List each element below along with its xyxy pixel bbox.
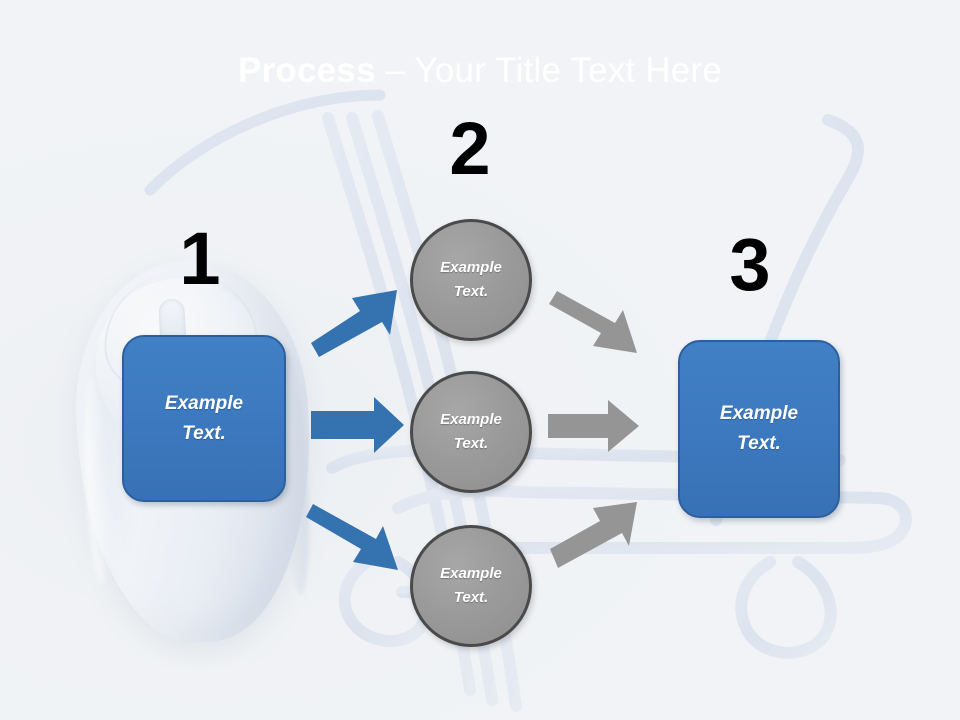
page-title-separator: –: [375, 51, 415, 90]
step-number-1: 1: [179, 217, 221, 300]
step-1-label: Example Text.: [165, 389, 243, 449]
circle-3-label-line1: Example: [440, 565, 502, 582]
step-3-label: Example Text.: [720, 399, 798, 459]
page-title-light: Your Title Text Here: [414, 51, 722, 90]
step-2-circle-bottom[interactable]: Example Text.: [410, 525, 532, 647]
circle-3-label-line2: Text.: [453, 589, 489, 606]
step-2-circle-middle[interactable]: Example Text.: [410, 371, 532, 493]
step-1-label-line2: Text.: [182, 422, 226, 444]
step-number-3: 3: [729, 223, 771, 306]
step-2-circle-bottom-label: Example Text.: [440, 562, 502, 610]
circle-1-label-line1: Example: [440, 259, 502, 276]
step-2-circle-top[interactable]: Example Text.: [410, 219, 532, 341]
page-title-strong: Process: [238, 51, 376, 90]
step-3-label-line2: Text.: [737, 433, 781, 454]
step-number-2: 2: [449, 107, 491, 190]
page-title: Process – Your Title Text Here: [0, 50, 960, 92]
circle-1-label-line2: Text.: [453, 283, 489, 300]
step-3-label-line1: Example: [719, 403, 799, 424]
step-2-circle-middle-label: Example Text.: [440, 408, 502, 456]
step-1-label-line1: Example: [164, 392, 244, 414]
circle-2-label-line2: Text.: [453, 435, 489, 452]
step-2-circle-top-label: Example Text.: [440, 256, 502, 304]
circle-2-label-line1: Example: [440, 411, 502, 428]
step-3-box[interactable]: Example Text.: [678, 340, 840, 518]
step-1-box[interactable]: Example Text.: [122, 335, 286, 502]
